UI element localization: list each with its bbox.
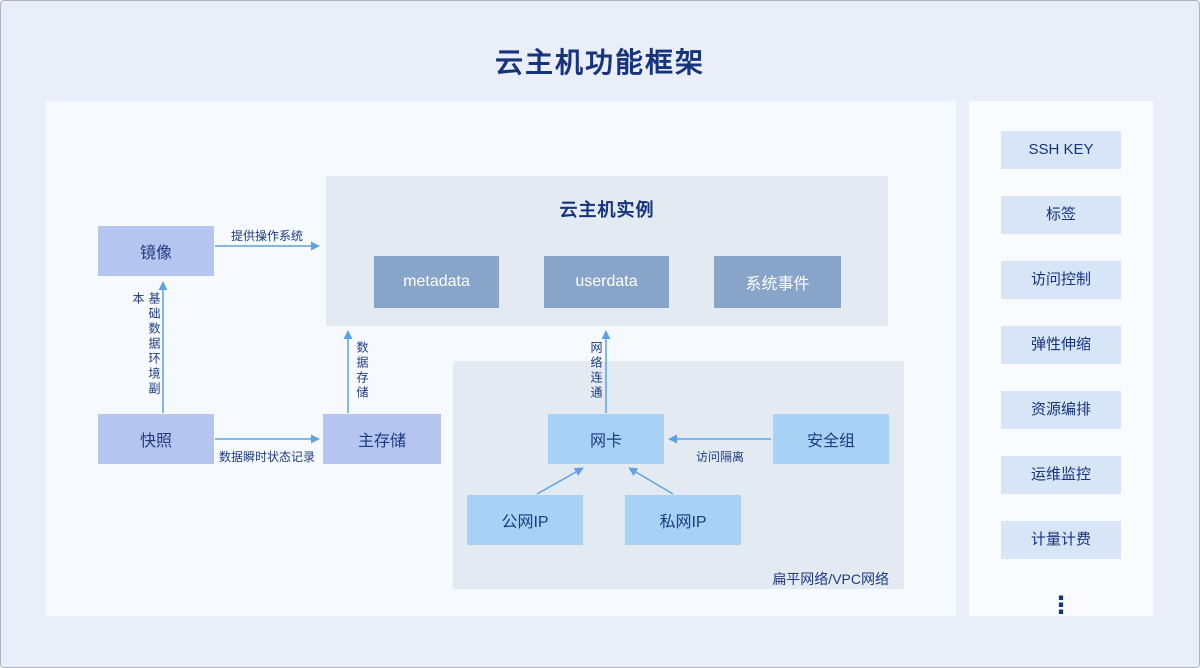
edge-label-provide-os: 提供操作系统 — [230, 229, 303, 243]
node-system-events: 系统事件 — [714, 256, 841, 308]
network-zone-label: 扁平网络/VPC网络 — [772, 571, 889, 587]
more-ellipsis-icon: ⋮ — [1049, 592, 1073, 619]
sidebar-item-ssh-key: SSH KEY — [1001, 131, 1121, 169]
edge-label-data-storage: 数据存储 — [355, 341, 369, 401]
edge-label-base-data-copy: 基础数据环境副本 — [131, 292, 161, 397]
sidebar-item-auto-scaling: 弹性伸缩 — [1001, 326, 1121, 364]
edge-label-access-isolation: 访问隔离 — [695, 450, 744, 464]
network-panel — [453, 361, 904, 589]
node-security-group: 安全组 — [773, 414, 889, 464]
sidebar-item-ops-monitoring: 运维监控 — [1001, 456, 1121, 494]
node-private-ip: 私网IP — [625, 495, 741, 545]
node-metadata: metadata — [374, 256, 499, 308]
sidebar-item-resource-orchestration: 资源编排 — [1001, 391, 1121, 429]
node-image: 镜像 — [98, 226, 214, 276]
node-primary-storage: 主存储 — [323, 414, 441, 464]
page-title: 云主机功能框架 — [494, 47, 705, 78]
edge-label-network-connectivity: 网络连通 — [589, 341, 603, 401]
instance-panel-title: 云主机实例 — [559, 200, 655, 220]
sidebar-item-tags: 标签 — [1001, 196, 1121, 234]
edge-label-snapshot-state-record: 数据瞬时状态记录 — [218, 450, 315, 464]
node-snapshot: 快照 — [98, 414, 214, 464]
sidebar-item-access-control: 访问控制 — [1001, 261, 1121, 299]
node-nic: 网卡 — [548, 414, 664, 464]
node-userdata: userdata — [544, 256, 669, 308]
sidebar-item-metering-billing: 计量计费 — [1001, 521, 1121, 559]
feature-sidebar: SSH KEY 标签 访问控制 弹性伸缩 资源编排 运维监控 计量计费 ⋮ — [969, 101, 1153, 619]
node-public-ip: 公网IP — [467, 495, 583, 545]
